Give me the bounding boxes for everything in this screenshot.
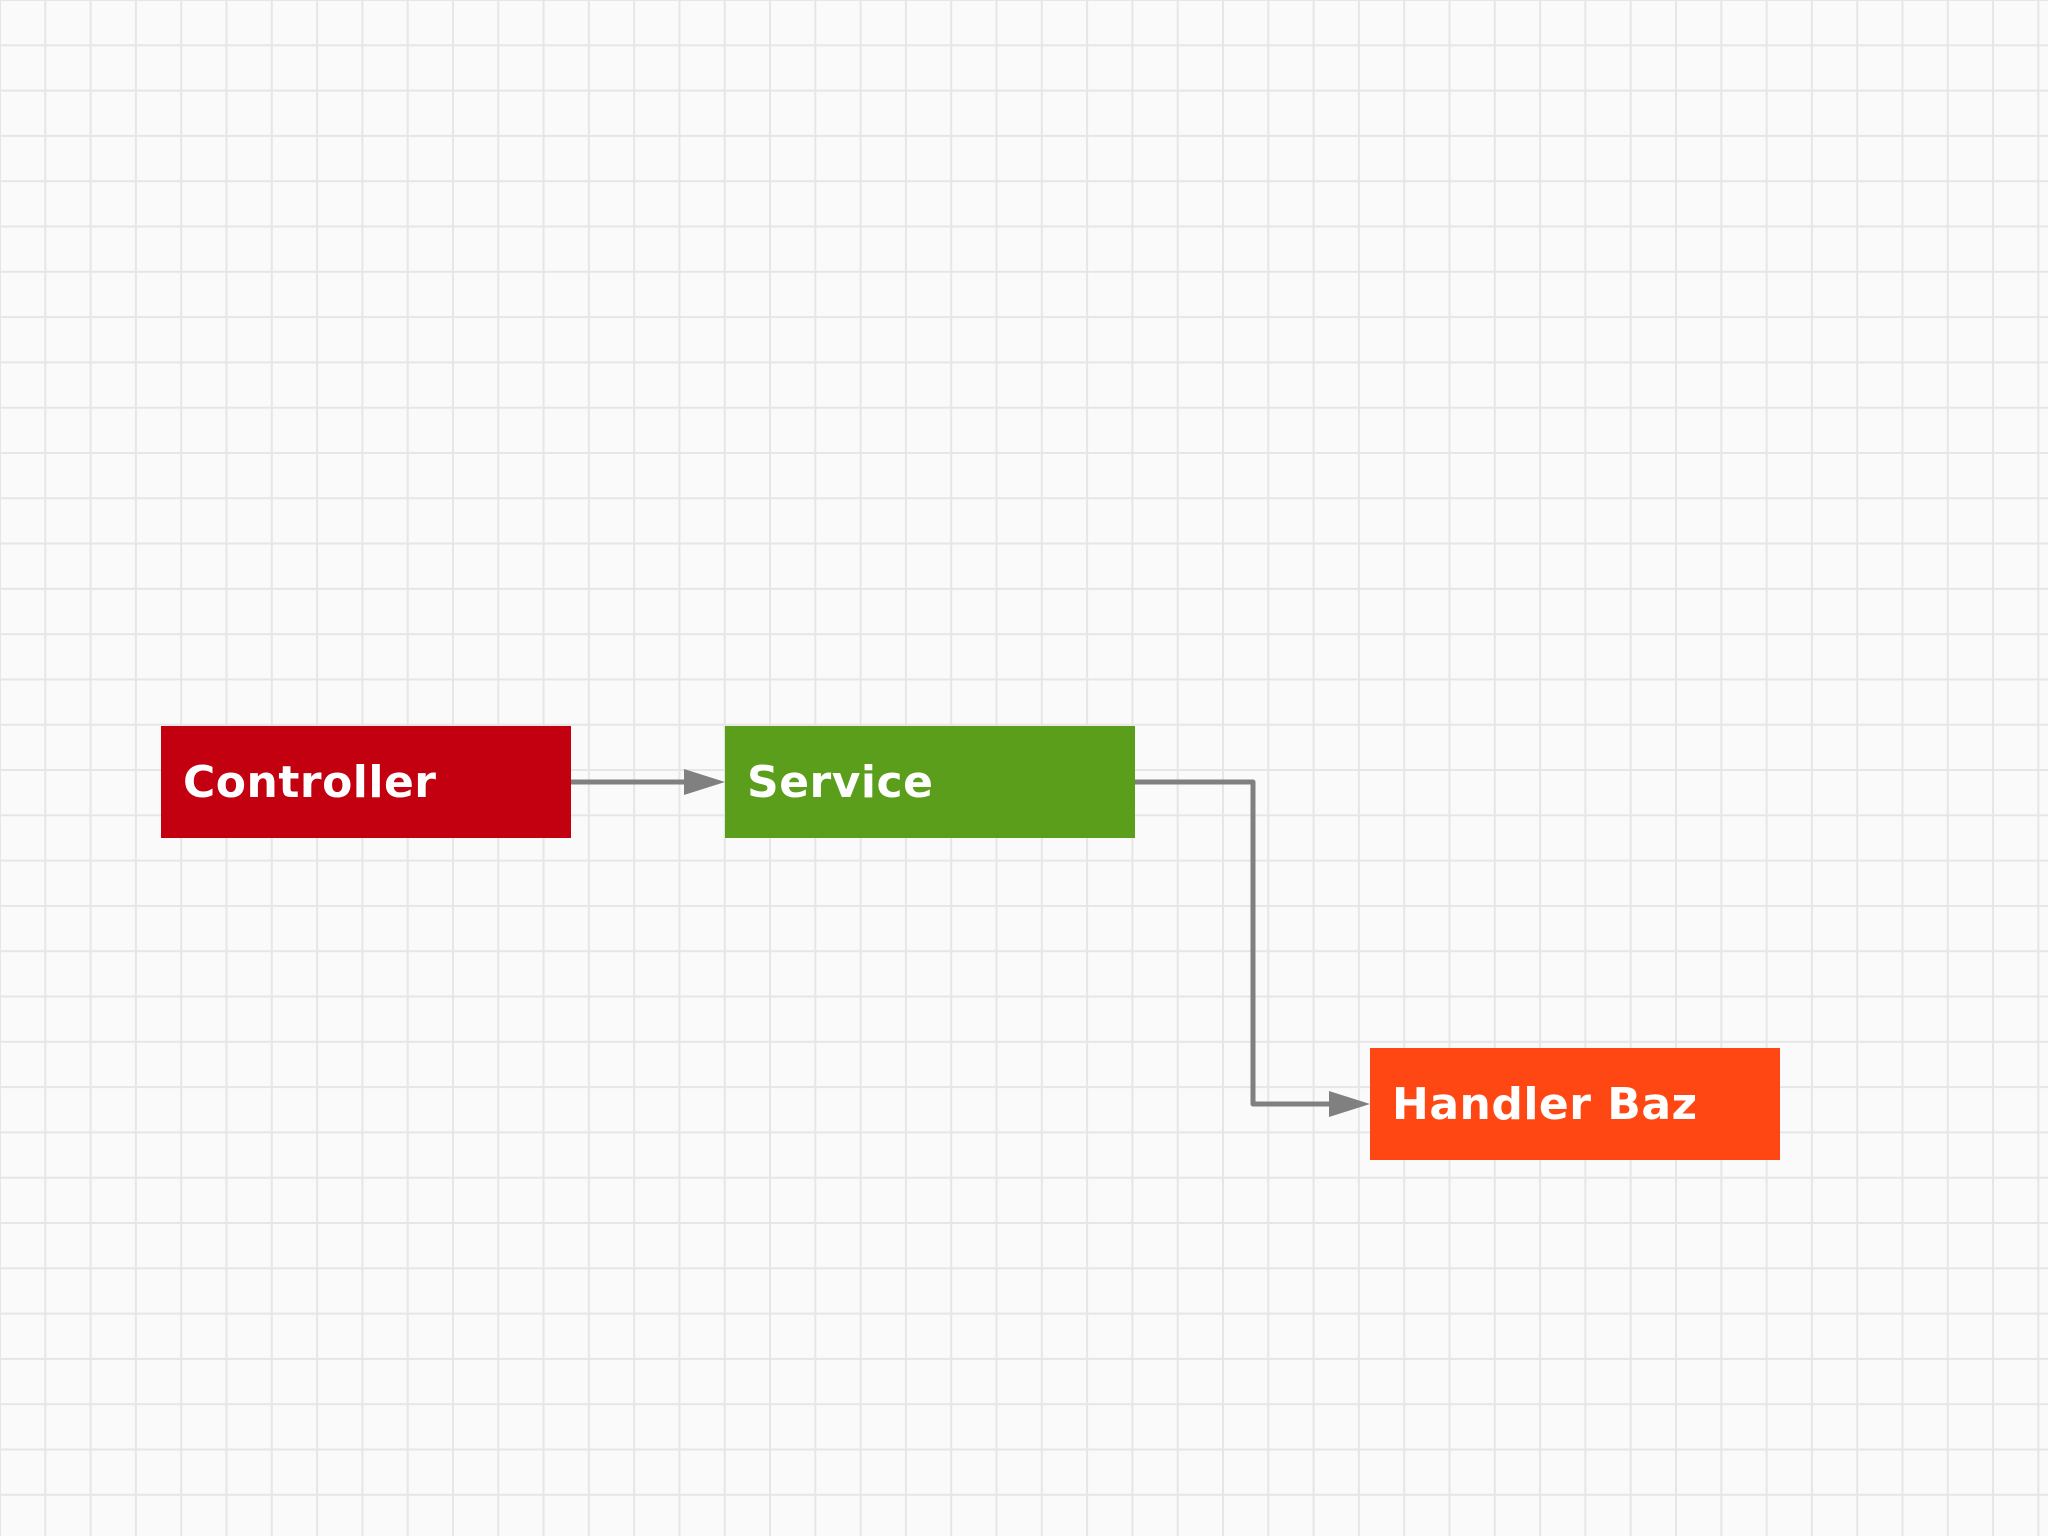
controller-node[interactable]: Controller bbox=[161, 726, 571, 838]
handler-baz-label: Handler Baz bbox=[1392, 1078, 1698, 1130]
arrowhead-icon bbox=[1329, 1091, 1370, 1117]
controller-label: Controller bbox=[183, 756, 437, 808]
handler-baz-node[interactable]: Handler Baz bbox=[1370, 1048, 1780, 1160]
service-label: Service bbox=[747, 756, 934, 808]
edge-controller-to-service bbox=[571, 769, 725, 795]
service-node[interactable]: Service bbox=[725, 726, 1135, 838]
edge-service-to-handler bbox=[1135, 779, 1370, 1117]
arrowhead-icon bbox=[684, 769, 725, 795]
